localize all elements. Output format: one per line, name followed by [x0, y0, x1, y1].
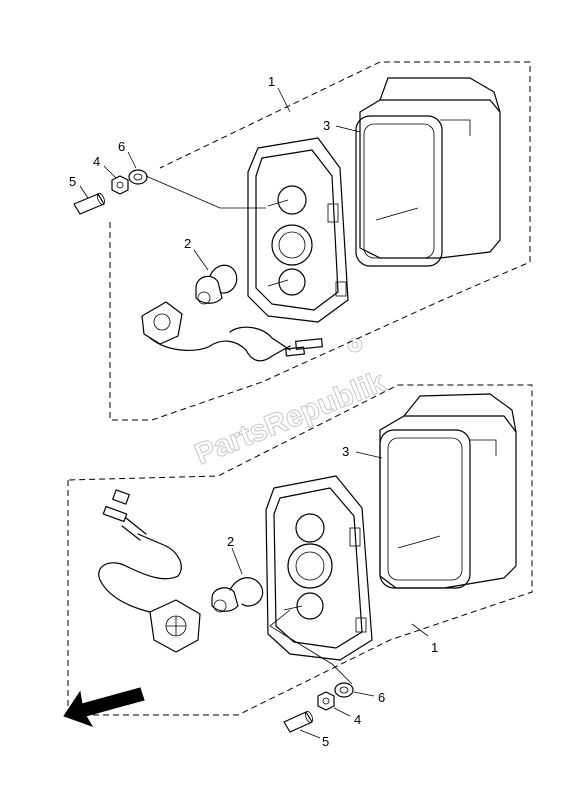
upper-fastener-axis [145, 175, 266, 209]
lower-nut [317, 691, 335, 711]
lower-fastener-axis [269, 609, 353, 685]
lower-callout-6: 6 [378, 690, 385, 705]
upper-group-boundary [109, 61, 531, 421]
upper-lens [355, 77, 501, 267]
direction-arrow-icon [63, 687, 145, 727]
lower-group-boundary [67, 384, 533, 716]
upper-callout-1: 1 [268, 74, 275, 89]
upper-nut [111, 175, 129, 195]
upper-callout-4: 4 [93, 154, 100, 169]
upper-washer [128, 169, 148, 185]
upper-assembly: 1 3 2 4 5 6 [69, 61, 531, 421]
upper-callout-2: 2 [184, 236, 191, 251]
lower-leader-2 [231, 547, 243, 575]
lower-callout-4: 4 [354, 712, 361, 727]
lower-bulb [211, 577, 264, 613]
lower-callout-2: 2 [227, 534, 234, 549]
lower-housing [265, 475, 373, 661]
upper-callout-3: 3 [323, 118, 330, 133]
watermark-gear-icon [347, 337, 363, 353]
upper-leader-3 [335, 125, 361, 133]
upper-callout-6: 6 [118, 139, 125, 154]
upper-spacer [73, 192, 105, 215]
upper-socket-wire [141, 301, 323, 362]
upper-leader-5 [79, 185, 89, 199]
lower-leader-6 [353, 691, 375, 697]
lower-leader-5 [299, 729, 321, 739]
upper-leader-1 [277, 87, 291, 113]
upper-bulb [195, 264, 238, 305]
upper-leader-2 [193, 249, 209, 271]
lower-callout-1: 1 [431, 640, 438, 655]
lower-leader-4 [333, 707, 351, 717]
lower-callout-3: 3 [342, 444, 349, 459]
upper-callout-5: 5 [69, 174, 76, 189]
lower-washer [334, 682, 354, 698]
upper-leader-6 [127, 151, 137, 169]
lower-leader-1 [411, 623, 429, 637]
lower-assembly: 1 3 2 4 5 6 [67, 384, 533, 749]
watermark: PartsRepublik [190, 337, 390, 472]
lower-spacer [283, 710, 313, 733]
lower-leader-3 [355, 451, 383, 459]
watermark-text: PartsRepublik [190, 365, 390, 471]
upper-leader-4 [103, 165, 117, 179]
lower-socket-wire [98, 489, 201, 653]
lower-callout-5: 5 [322, 734, 329, 749]
lower-lens [379, 393, 517, 589]
upper-housing [247, 137, 349, 323]
